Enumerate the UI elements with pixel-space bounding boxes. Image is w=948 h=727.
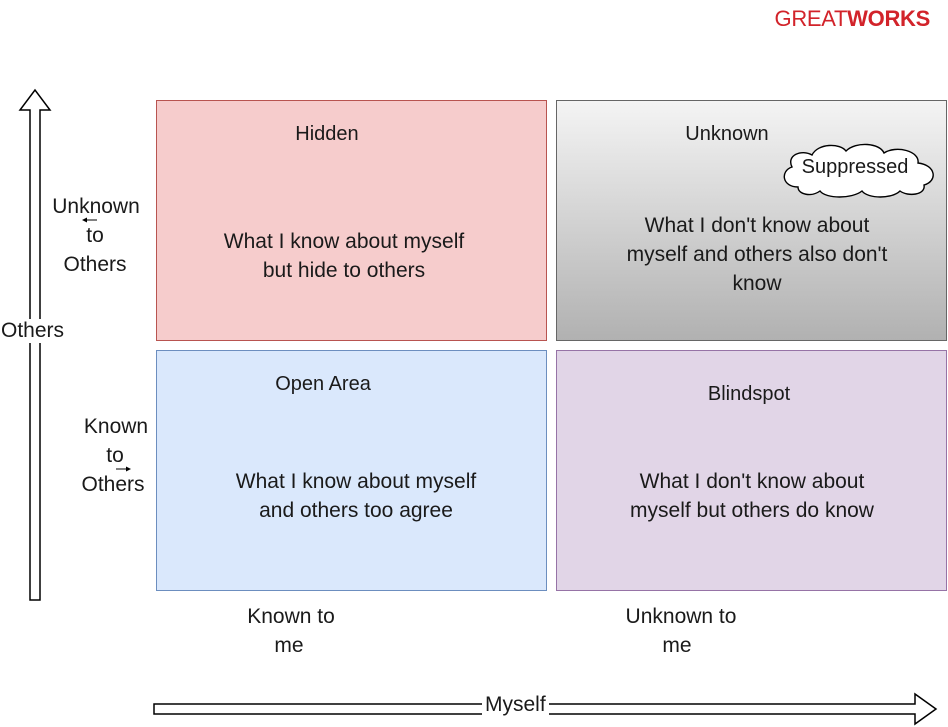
quadrant-open-area-line2: and others too agree	[259, 499, 453, 522]
column-label-right-line2: me	[662, 634, 692, 657]
quadrant-hidden-line1: What I know about myself	[223, 230, 465, 253]
quadrant-open-area-title: Open Area	[275, 373, 371, 395]
quadrant-blindspot-title: Blindspot	[707, 383, 791, 405]
quadrant-hidden-line2: but hide to others	[262, 259, 426, 282]
quadrant-open-area: Open Area What I know about myself and o…	[156, 350, 547, 591]
quadrant-open-area-line1: What I know about myself	[235, 470, 477, 493]
quadrant-unknown-description: What I don't know about myself and other…	[557, 211, 948, 298]
column-label-known-to-me: Known to me	[226, 602, 356, 660]
column-label-right-line1: Unknown to	[625, 605, 737, 628]
row-label-unknown-to-others: Unknown to Others	[36, 192, 156, 279]
suppressed-label: Suppressed	[801, 156, 909, 178]
cloud-icon	[783, 143, 934, 198]
quadrant-unknown: Unknown What I don't know about myself a…	[556, 100, 947, 341]
quadrant-unknown-line2: myself and others also don't	[626, 243, 888, 266]
row-label-top-line2: to	[86, 224, 104, 247]
quadrant-hidden-title: Hidden	[295, 123, 359, 145]
row-label-top-line1: Unknown	[52, 195, 140, 218]
column-label-left-line1: Known to	[247, 605, 335, 628]
column-label-unknown-to-me: Unknown to me	[606, 602, 756, 660]
quadrant-blindspot-description: What I don't know about myself but other…	[557, 467, 947, 525]
right-small-arrow-icon	[116, 466, 131, 472]
column-label-left-line2: me	[274, 634, 304, 657]
vertical-axis-arrow	[18, 88, 52, 601]
brand-logo-light: GREAT	[774, 6, 848, 31]
axis-label-myself: Myself	[482, 693, 549, 717]
quadrant-unknown-line1: What I don't know about	[644, 214, 870, 237]
quadrant-unknown-title: Unknown	[685, 123, 769, 145]
brand-logo-bold: WORKS	[847, 6, 930, 31]
row-label-known-to-others: Known to Others	[56, 412, 176, 499]
axis-label-others: Others	[0, 319, 68, 343]
quadrant-blindspot-line2: myself but others do know	[630, 499, 874, 522]
row-label-bottom-line1: Known	[83, 415, 149, 438]
quadrant-blindspot: Blindspot What I don't know about myself…	[556, 350, 947, 591]
quadrant-hidden-description: What I know about myself but hide to oth…	[157, 227, 531, 285]
quadrant-hidden: Hidden What I know about myself but hide…	[156, 100, 547, 341]
quadrant-blindspot-line1: What I don't know about	[639, 470, 865, 493]
left-small-arrow-icon	[82, 217, 97, 223]
suppressed-cloud-badge: Suppressed	[776, 137, 942, 201]
row-label-top-line3: Others	[63, 253, 127, 276]
quadrant-open-area-description: What I know about myself and others too …	[157, 467, 555, 525]
row-label-bottom-line3: Others	[81, 473, 145, 496]
quadrant-unknown-line3: know	[732, 272, 782, 295]
brand-logo: GREATWORKS	[774, 6, 931, 32]
row-label-bottom-line2: to	[106, 444, 124, 467]
